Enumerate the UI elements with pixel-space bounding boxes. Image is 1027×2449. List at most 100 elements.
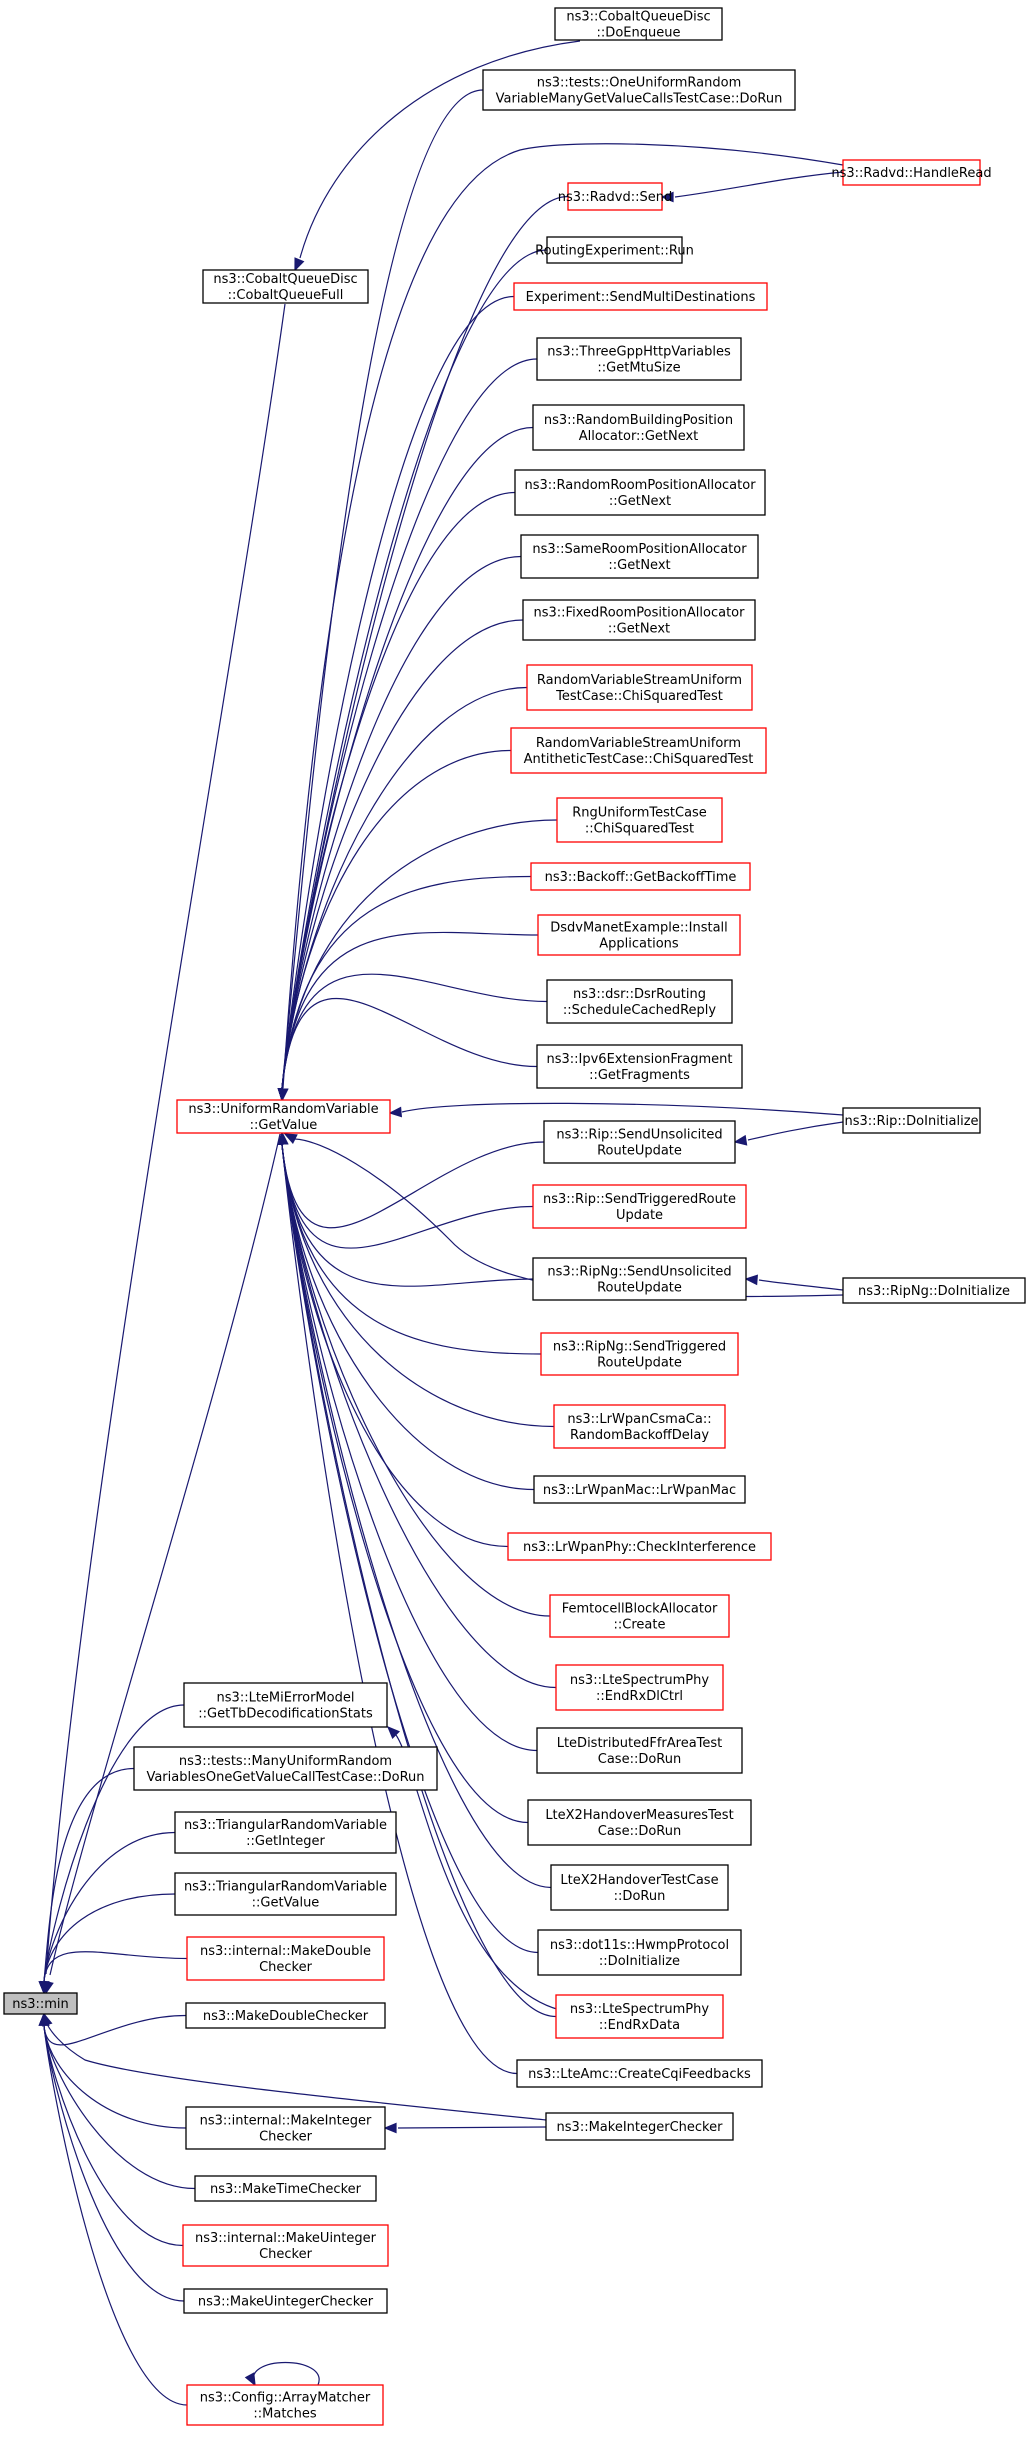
node-box [553, 1404, 726, 1449]
node-label: LteX2HandoverMeasuresTest [545, 1808, 733, 1823]
node-box [202, 269, 369, 304]
node-mkuint[interactable]: ns3::MakeUintegerChecker [183, 2288, 388, 2314]
node-lteamc[interactable]: ns3::LteAmc::CreateCqiFeedbacks [516, 2059, 763, 2088]
node-rand-building[interactable]: ns3::RandomBuildingPositionAllocator::Ge… [532, 404, 745, 451]
node-box [537, 1929, 742, 1976]
node-radvd-handleread[interactable]: ns3::Radvd::HandleRead [831, 159, 992, 186]
node-box [194, 2175, 377, 2202]
edge-lte-endrxdata-to-urv-getvalue [281, 1144, 557, 2018]
node-rip-doinit[interactable]: ns3::Rip::DoInitialize [842, 1107, 981, 1134]
node-radvd-send[interactable]: ns3::Radvd::Send [558, 182, 672, 211]
node-label: ns3::LteSpectrumPhy [570, 1673, 709, 1688]
node-min[interactable]: ns3::min [3, 1992, 78, 2015]
edge-ripng-unsol-to-urv-getvalue [281, 1144, 534, 1287]
node-label: ns3::RipNg::SendUnsolicited [547, 1265, 731, 1280]
edge-rvs-anti-to-urv-getvalue [281, 749, 512, 1089]
node-lte-endrxdl[interactable]: ns3::LteSpectrumPhy::EndRxDlCtrl [555, 1664, 724, 1711]
node-dsr-sched[interactable]: ns3::dsr::DsrRouting::ScheduleCachedRepl… [546, 979, 733, 1024]
node-ltemi[interactable]: ns3::LteMiErrorModel::GetTbDecodificatio… [183, 1682, 388, 1728]
node-box [520, 534, 759, 579]
edge-femto-create-to-urv-getvalue [281, 1144, 551, 1617]
node-box [513, 282, 768, 311]
node-box [536, 1044, 743, 1089]
node-backoff[interactable]: ns3::Backoff::GetBackoffTime [530, 862, 751, 891]
node-routing-run[interactable]: RoutingExperiment::Run [535, 236, 694, 264]
edges-layer [38, 40, 844, 2406]
edge-rvs-chisq-to-urv-getvalue [281, 686, 528, 1089]
node-label: ns3::Config::ArrayMatcher [200, 2391, 371, 2406]
node-label: ns3::Radvd::Send [558, 190, 672, 205]
node-tri-getval[interactable]: ns3::TriangularRandomVariable::GetValue [174, 1872, 397, 1916]
node-cobalt-enqueue[interactable]: ns3::CobaltQueueDisc::DoEnqueue [554, 7, 723, 41]
edge-cobalt-enqueue-to-cobalt-full [299, 40, 581, 259]
node-rvs-anti[interactable]: RandomVariableStreamUniformAntitheticTes… [510, 727, 767, 774]
node-label: ns3::Backoff::GetBackoffTime [545, 870, 737, 885]
node-label: ns3::tests::OneUniformRandom [537, 76, 742, 91]
node-send-multi[interactable]: Experiment::SendMultiDestinations [513, 282, 768, 311]
node-rvs-chisq[interactable]: RandomVariableStreamUniformTestCase::Chi… [526, 664, 753, 711]
node-lrwpan-csma[interactable]: ns3::LrWpanCsmaCa::RandomBackoffDelay [553, 1404, 726, 1449]
node-dot11s[interactable]: ns3::dot11s::HwmpProtocol::DoInitialize [537, 1929, 742, 1976]
node-same-room[interactable]: ns3::SameRoomPositionAllocator::GetNext [520, 534, 759, 579]
edge-rip-doinit-to-urv-getvalue-arrowhead [388, 1106, 403, 1118]
node-ipv6-frag[interactable]: ns3::Ipv6ExtensionFragment::GetFragments [536, 1044, 743, 1089]
node-box [549, 1594, 730, 1638]
node-label: ns3::internal::MakeDouble [200, 1944, 371, 1959]
node-ltex2-ho[interactable]: LteX2HandoverTestCase::DoRun [550, 1864, 729, 1911]
node-box [174, 1872, 397, 1916]
node-box [133, 1746, 438, 1791]
edge-mktime-to-min [43, 2025, 196, 2190]
edge-mkuint-to-min [43, 2025, 185, 2302]
node-rng-chisq[interactable]: RngUniformTestCase::ChiSquaredTest [556, 797, 723, 843]
node-femto-create[interactable]: FemtocellBlockAllocator::Create [549, 1594, 730, 1638]
node-box [514, 469, 766, 516]
node-label: ns3::Radvd::HandleRead [831, 166, 991, 181]
node-mkdouble[interactable]: ns3::MakeDoubleChecker [185, 2002, 386, 2029]
node-label: ::DoInitialize [599, 1954, 680, 1969]
node-label: LteX2HandoverTestCase [560, 1873, 718, 1888]
node-fixed-room[interactable]: ns3::FixedRoomPositionAllocator::GetNext [522, 599, 756, 641]
edge-int-mkuint-to-min [43, 2025, 184, 2247]
node-mktime[interactable]: ns3::MakeTimeChecker [194, 2175, 377, 2202]
node-label: AntitheticTestCase::ChiSquaredTest [524, 752, 754, 767]
node-rand-room[interactable]: ns3::RandomRoomPositionAllocator::GetNex… [514, 469, 766, 516]
node-label: ns3::tests::ManyUniformRandom [179, 1754, 392, 1769]
node-box [3, 1992, 78, 2015]
node-label: RngUniformTestCase [572, 806, 707, 821]
node-label: ns3::MakeDoubleChecker [203, 2009, 369, 2024]
node-label: ::DoEnqueue [597, 26, 681, 41]
node-box [532, 1184, 747, 1229]
node-label: ns3::internal::MakeInteger [200, 2114, 372, 2129]
node-arraymatcher[interactable]: ns3::Config::ArrayMatcher::Matches [186, 2384, 384, 2426]
node-mkint[interactable]: ns3::MakeIntegerChecker [545, 2112, 734, 2141]
node-int-mkuint[interactable]: ns3::internal::MakeUintegerChecker [182, 2224, 389, 2267]
node-cobalt-full[interactable]: ns3::CobaltQueueDisc::CobaltQueueFull [202, 269, 369, 304]
edge-lteamc-to-urv-getvalue-arrowhead [277, 1131, 289, 1146]
node-label: VariableManyGetValueCallsTestCase::DoRun [496, 92, 783, 107]
node-int-mkdouble[interactable]: ns3::internal::MakeDoubleChecker [186, 1936, 385, 1981]
node-lte-endrxdata[interactable]: ns3::LteSpectrumPhy::EndRxData [555, 1994, 724, 2039]
edge-int-mkint-to-min [43, 2025, 187, 2129]
node-label: Checker [259, 2247, 313, 2262]
node-many-uniform[interactable]: ns3::tests::ManyUniformRandomVariablesOn… [133, 1746, 438, 1791]
node-label: Checker [259, 1960, 313, 1975]
node-urv-getvalue[interactable]: ns3::UniformRandomVariable::GetValue [176, 1099, 391, 1134]
node-ripng-doinit[interactable]: ns3::RipNg::DoInitialize [842, 1277, 1026, 1304]
node-lrwpan-mac[interactable]: ns3::LrWpanMac::LrWpanMac [533, 1475, 746, 1504]
node-threegpp-mtu[interactable]: ns3::ThreeGppHttpVariables::GetMtuSize [536, 337, 742, 381]
node-tri-getint[interactable]: ns3::TriangularRandomVariable::GetIntege… [174, 1811, 397, 1854]
node-box [532, 1257, 747, 1301]
edge-rip-doinit-to-rip-unsol [747, 1121, 844, 1141]
node-label: ns3::TriangularRandomVariable [184, 1818, 387, 1833]
node-label: VariablesOneGetValueCallTestCase::DoRun [146, 1770, 424, 1785]
node-lrwpan-phy[interactable]: ns3::LrWpanPhy::CheckInterference [507, 1532, 772, 1561]
node-int-mkint[interactable]: ns3::internal::MakeIntegerChecker [185, 2106, 386, 2150]
node-one-uniform[interactable]: ns3::tests::OneUniformRandomVariableMany… [482, 69, 796, 111]
